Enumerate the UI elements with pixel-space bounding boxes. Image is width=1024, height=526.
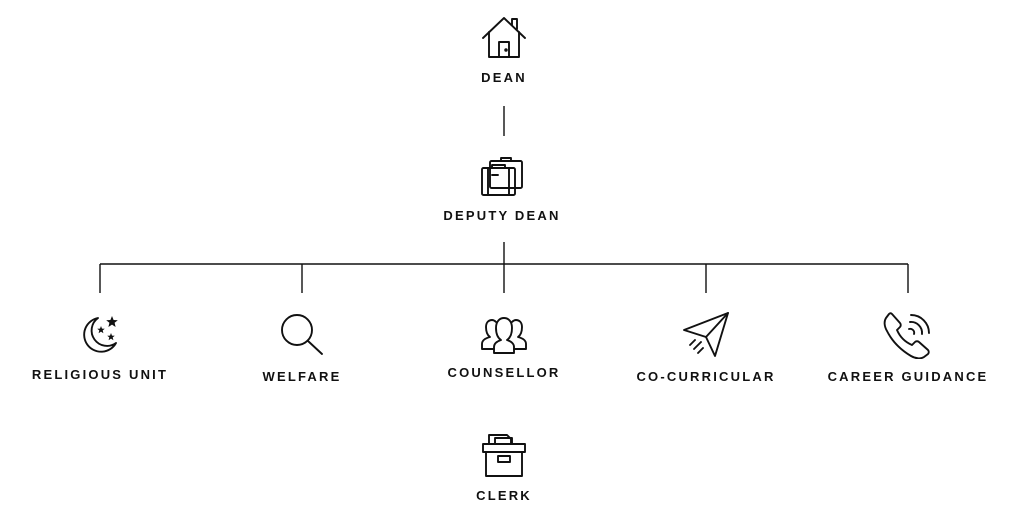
paper-plane-icon [606, 311, 806, 359]
house-icon [404, 14, 604, 60]
node-co-curricular: CO-CURRICULAR [606, 311, 806, 384]
node-clerk-label: CLERK [476, 488, 532, 503]
node-clerk: CLERK [404, 432, 604, 503]
node-welfare: WELFARE [202, 311, 402, 384]
node-career-guidance: CAREER GUIDANCE [808, 311, 1008, 384]
node-dean: DEAN [404, 14, 604, 85]
node-religious-unit-label: RELIGIOUS UNIT [31, 367, 169, 382]
node-dean-label: DEAN [481, 70, 527, 85]
node-co-curricular-label: CO-CURRICULAR [636, 369, 776, 384]
node-counsellor-label: COUNSELLOR [447, 365, 561, 380]
magnifier-icon [202, 311, 402, 359]
node-deputy-dean: DEPUTY DEAN [402, 156, 602, 223]
node-deputy-dean-label: DEPUTY DEAN [443, 208, 561, 223]
node-counsellor: COUNSELLOR [404, 313, 604, 380]
briefcases-icon [402, 156, 602, 198]
node-career-guidance-label: CAREER GUIDANCE [827, 369, 989, 384]
node-welfare-label: WELFARE [262, 369, 342, 384]
archive-box-icon [404, 432, 604, 478]
node-religious-unit: RELIGIOUS UNIT [0, 313, 200, 382]
people-group-icon [404, 313, 604, 355]
moon-stars-icon [0, 313, 200, 357]
phone-icon [808, 311, 1008, 359]
